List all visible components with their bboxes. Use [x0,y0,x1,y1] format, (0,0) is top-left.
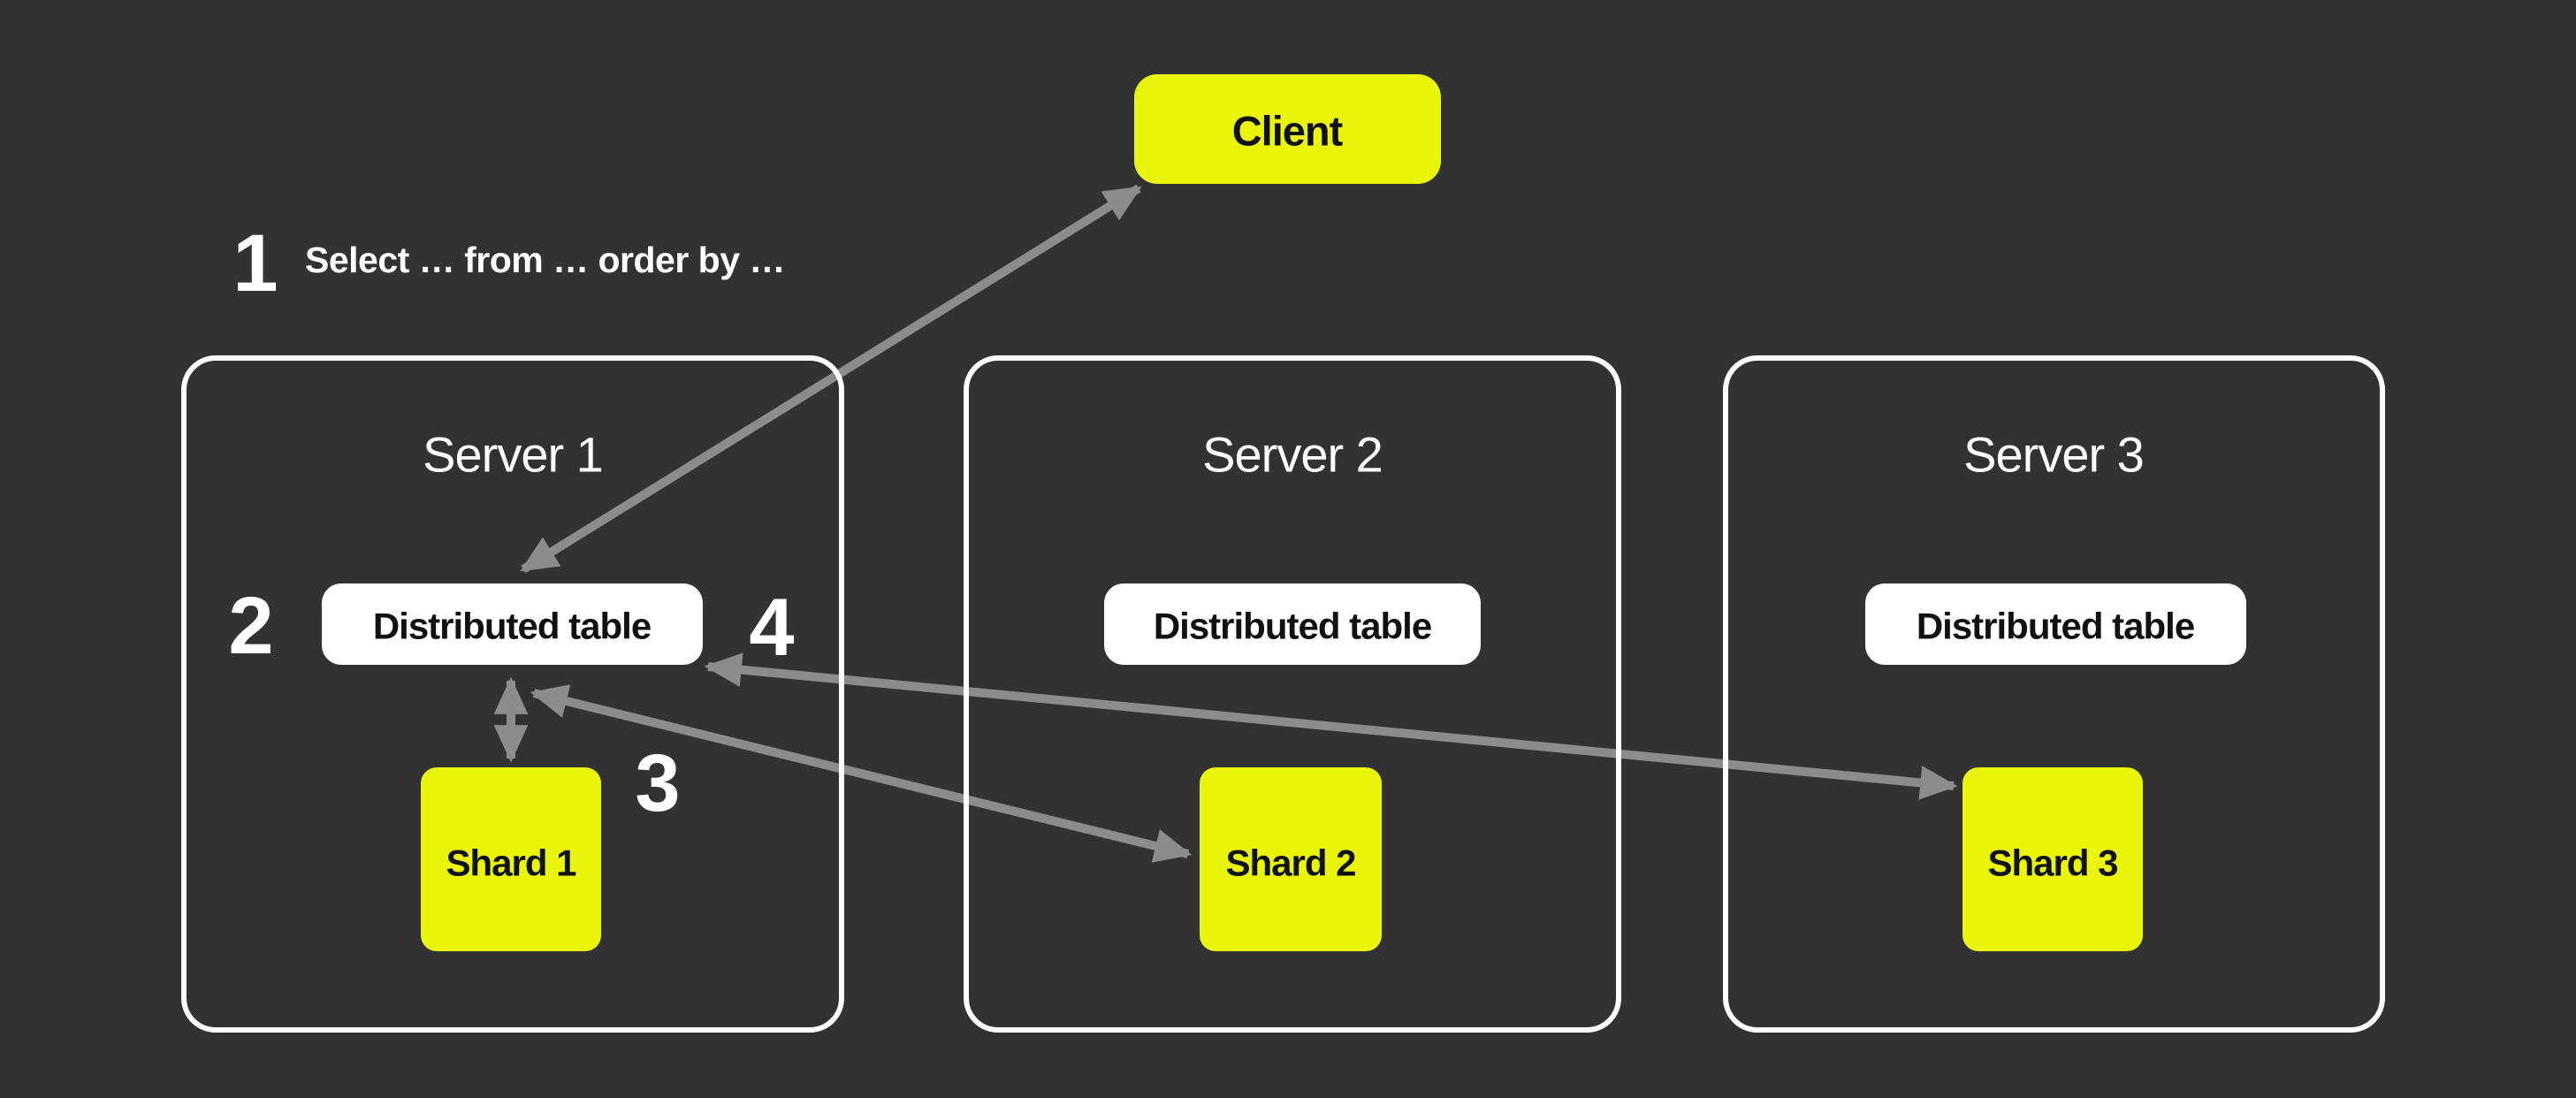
query-text: Select … from … order by … [305,240,785,280]
server-2-title: Server 2 [1202,427,1383,483]
server-3-box [1723,355,2385,1033]
step-2-label: 2 [228,581,273,671]
client-box [1134,74,1441,184]
server-3-title: Server 3 [1963,427,2144,483]
shard-1-label: Shard 1 [446,843,576,884]
server-1-box [181,355,844,1033]
server-1-distributed-table-box [322,583,703,665]
server-3-distributed-table-box [1865,583,2246,665]
arrow-distributed-table-shard3 [704,652,1958,800]
server-2-group: Server 2 Distributed table Shard 2 [964,355,1621,1033]
step-4-label: 4 [749,583,794,673]
arrow-client-distributed-table [520,184,1142,574]
server-2-box [964,355,1621,1033]
client-label: Client [1232,108,1344,155]
server-2-distributed-table-box [1104,583,1481,665]
shard-1-box [421,767,601,951]
shard-2-label: Shard 2 [1225,843,1355,884]
server-2-distributed-table-label: Distributed table [1154,606,1431,647]
shard-2-box [1200,767,1382,951]
server-1-distributed-table-label: Distributed table [373,606,651,647]
server-1-title: Server 1 [423,427,603,483]
server-1-group: Server 1 Distributed table Shard 1 [181,355,844,1033]
arrow-distributed-table-shard2 [530,684,1193,863]
shard-3-label: Shard 3 [1987,843,2117,884]
server-3-group: Server 3 Distributed table Shard 3 [1723,355,2385,1033]
step-3-label: 3 [635,738,680,828]
shard-3-box [1962,767,2143,951]
step-1-label: 1 [232,218,278,309]
server-3-distributed-table-label: Distributed table [1917,606,2194,647]
